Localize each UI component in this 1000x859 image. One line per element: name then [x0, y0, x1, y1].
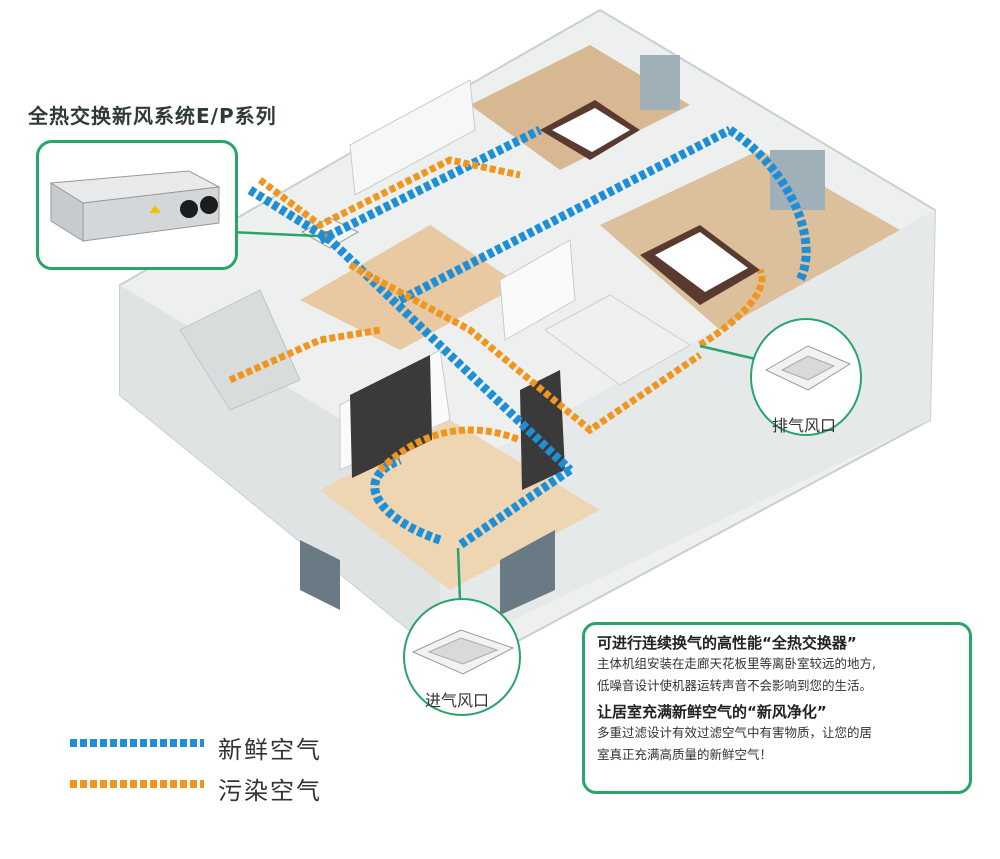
- window-side: [500, 530, 555, 615]
- product-title: 全热交换新风系统E/P系列: [28, 104, 277, 128]
- legend-fresh-air-label: 新鲜空气: [218, 736, 322, 764]
- staircase: [179, 289, 301, 411]
- info-box: 可进行连续换气的高性能“全热交换器” 主体机组安装在走廊天花板里等离卧室较远的地…: [582, 622, 972, 794]
- interior-wall-c: [349, 79, 476, 196]
- exhaust-leader-line: [699, 344, 761, 362]
- polluted-duct-main: [348, 261, 702, 435]
- product-callout: [36, 140, 238, 270]
- fresh-duct-living: [457, 466, 573, 549]
- legend-markers: [70, 739, 204, 788]
- bed-top-sheet: [552, 108, 630, 152]
- exhaust-vent-label: 排气风口: [772, 416, 837, 435]
- polluted-loop-bedroom: [698, 268, 766, 348]
- info-heading-heat-exchanger: 可进行连续换气的高性能“全热交换器”: [597, 634, 857, 652]
- intake-leader-line: [456, 547, 462, 601]
- info-body-line: 低噪音设计使机器运转声音不会影响到您的生活。: [597, 678, 873, 693]
- info-body-line: 多重过滤设计有效过滤空气中有害物质，让您的居: [597, 725, 873, 740]
- interior-wall-b: [499, 239, 576, 341]
- intake-vent-bubble: [403, 598, 521, 716]
- bed-right-sheet: [655, 232, 748, 292]
- intake-vent-icon: [411, 629, 515, 675]
- bathroom: [544, 294, 691, 386]
- window-top: [640, 55, 680, 110]
- front-wall: [120, 285, 440, 655]
- info-body-line: 室真正充满高质量的新鲜空气！: [597, 747, 773, 762]
- fresh-loop-bedroom: [727, 126, 811, 283]
- exhaust-vent-icon: [764, 345, 852, 391]
- window-right: [770, 150, 825, 210]
- polluted-air-ducts: [228, 156, 766, 473]
- window-front: [300, 540, 340, 610]
- exhaust-vent-bubble: [750, 318, 862, 436]
- fresh-duct-main: [247, 186, 574, 474]
- fresh-duct-top: [317, 125, 543, 245]
- polluted-duct-stairs: [228, 326, 381, 384]
- intake-vent-label: 进气风口: [425, 691, 490, 710]
- fresh-air-ducts: [247, 125, 811, 549]
- polluted-loop-living: [377, 426, 522, 473]
- info-heading-fresh-air: 让居室充满新鲜空气的“新风净化”: [597, 703, 827, 721]
- hallway-floor: [300, 225, 520, 350]
- heat-exchanger-unit-image: [49, 170, 221, 242]
- legend-polluted-air-label: 污染空气: [218, 777, 322, 805]
- fresh-duct-right: [397, 125, 733, 305]
- info-body-line: 主体机组安装在走廊天花板里等离卧室较远的地方,: [597, 656, 876, 671]
- product-leader-line: [229, 230, 319, 238]
- polluted-duct-top: [257, 156, 521, 230]
